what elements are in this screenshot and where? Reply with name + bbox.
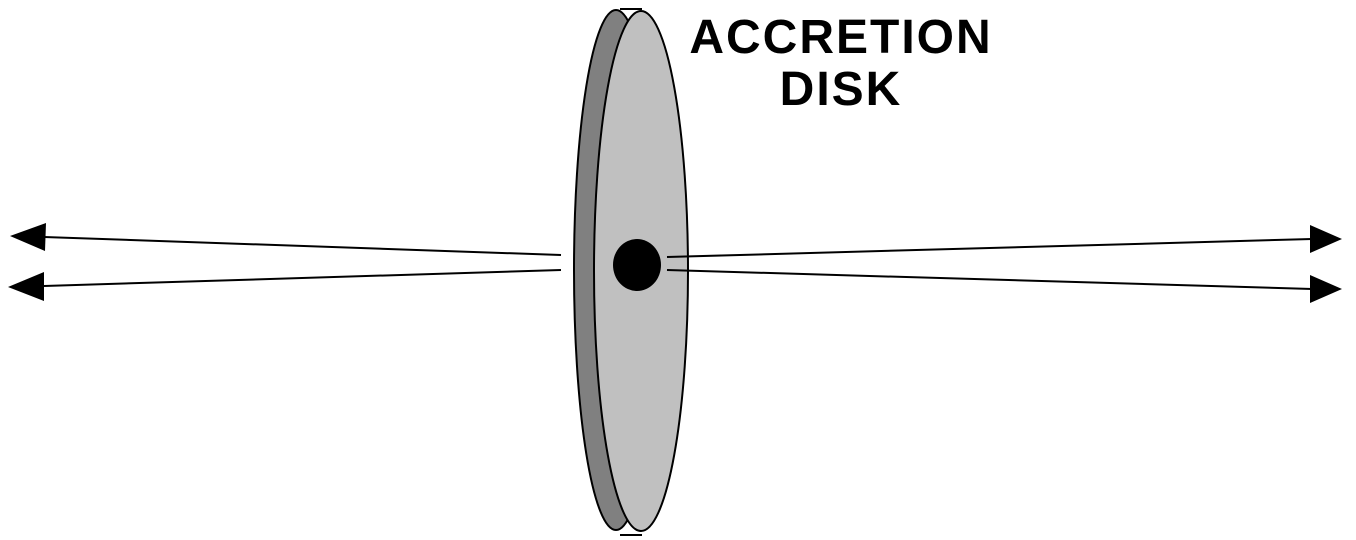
label-line-1: ACCRETION — [689, 11, 993, 64]
accretion-disk-label: ACCRETION DISK — [676, 12, 1006, 116]
left-jet-upper-line — [43, 236, 562, 256]
right-jet-lower-line — [666, 269, 1313, 290]
left-jet — [8, 223, 562, 301]
right-jet-lower-arrowhead-icon — [1310, 275, 1342, 303]
right-jet-upper-line — [666, 238, 1313, 258]
black-hole — [613, 239, 661, 291]
right-jet-upper-arrowhead-icon — [1310, 225, 1342, 253]
left-jet-lower-line — [43, 269, 562, 287]
left-jet-lower-arrowhead-icon — [8, 272, 44, 301]
right-jet — [666, 225, 1342, 303]
left-jet-upper-arrowhead-icon — [10, 223, 46, 251]
label-line-2: DISK — [779, 63, 903, 116]
